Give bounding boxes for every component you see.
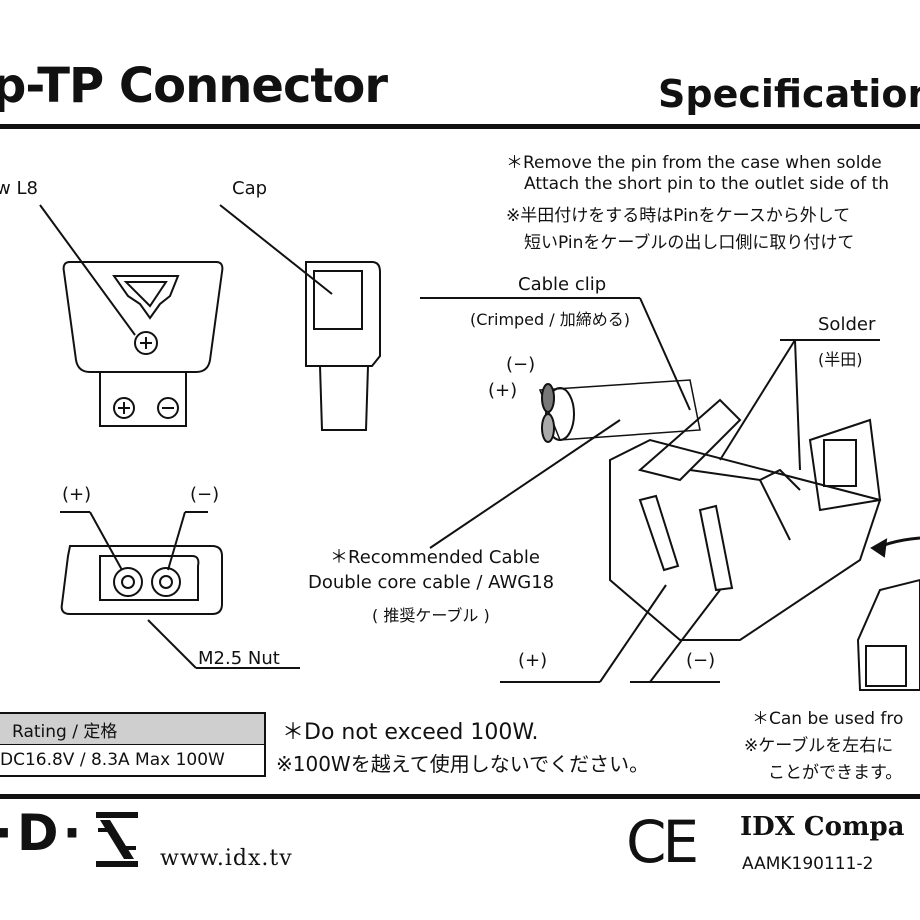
recommended-cable-jp: ( 推奨ケーブル ): [372, 606, 490, 625]
company-name: IDX Compa: [740, 812, 905, 842]
connector-partial-right: [856, 578, 920, 691]
header-rule: [0, 124, 920, 129]
recommended-cable-label: ＊Recommended Cable: [330, 547, 540, 568]
idx-logo: ·D·: [0, 804, 86, 862]
recommended-cable-spec: Double core cable / AWG18: [308, 572, 555, 593]
warning-en: ＊Do not exceed 100W.: [282, 720, 539, 745]
rating-table: Rating / 定格 DC16.8V / 8.3A Max 100W: [0, 712, 266, 777]
note-can-be-used: ＊Can be used fro: [752, 709, 904, 729]
cable-clip-label: Cable clip: [518, 274, 607, 295]
note-jp-1: ※半田付けをする時はPinをケースから外して: [506, 206, 851, 226]
solder-jp-label: (半田): [818, 350, 863, 369]
nut-label: M2.5 Nut: [198, 648, 280, 669]
plus-terminal-label: (+): [62, 484, 92, 505]
assembly-view: [420, 297, 920, 683]
cable-minus-label: (−): [506, 354, 536, 375]
cap-side-view: [219, 204, 381, 431]
bottom-plus-label: (+): [518, 650, 548, 671]
minus-terminal-label: (−): [190, 484, 220, 505]
solder-label: Solder: [818, 314, 876, 335]
connector-bottom-view: [60, 511, 300, 669]
ce-mark: CE: [626, 808, 699, 876]
warning-jp: ※100Wを越えて使用しないでください。: [276, 752, 650, 776]
crimped-label: (Crimped / 加締める): [470, 310, 630, 329]
note-remove-pin: ＊Remove the pin from the case when solde: [506, 153, 882, 173]
footer-rule: [0, 794, 920, 799]
page-title: p-TP Connector: [0, 58, 388, 114]
document-code: AAMK190111-2: [742, 854, 874, 874]
rating-header: Rating / 定格: [0, 712, 266, 745]
website-link[interactable]: www.idx.tv: [160, 846, 293, 871]
note-can-do-jp: ことができます。: [768, 763, 903, 783]
cap-label: Cap: [232, 178, 268, 199]
note-attach-pin: Attach the short pin to the outlet side …: [524, 174, 890, 194]
note-cable-lr-jp: ※ケーブルを左右に: [744, 736, 894, 756]
note-jp-2: 短いPinをケーブルの出し口側に取り付けて: [524, 233, 855, 253]
screw-label: w L8: [0, 178, 38, 199]
bottom-minus-label: (−): [686, 650, 716, 671]
page-subtitle: Specification: [658, 72, 920, 116]
connector-front-view: [39, 204, 224, 427]
rating-value: DC16.8V / 8.3A Max 100W: [0, 744, 266, 777]
cable-plus-label: (+): [488, 380, 518, 401]
